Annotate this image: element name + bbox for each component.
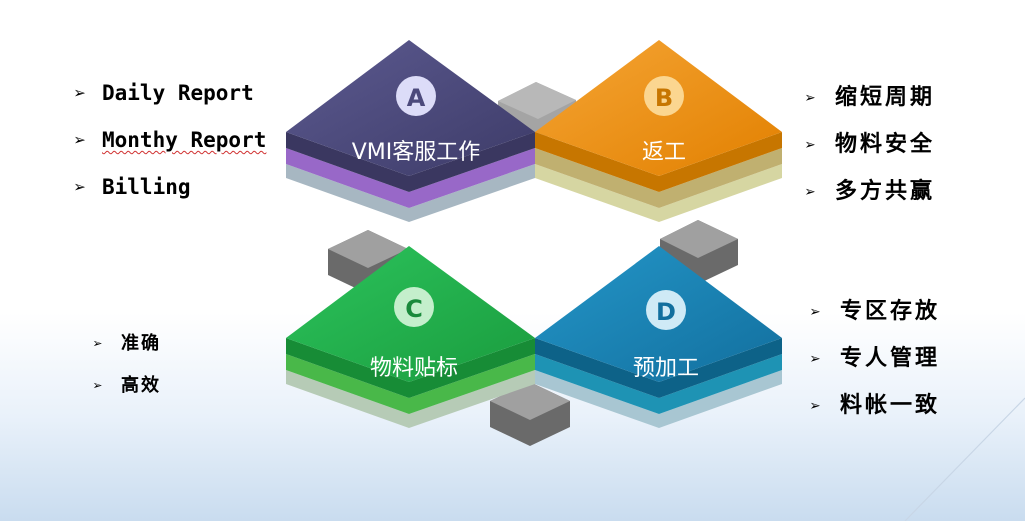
list-c-item-text: 准确 bbox=[121, 333, 161, 354]
list-a-item: ➢ Billing bbox=[74, 176, 266, 223]
list-b-item: ➢ 缩短周期 bbox=[805, 86, 935, 133]
letter-c: C bbox=[405, 295, 423, 323]
list-b-item-text: 物料安全 bbox=[835, 132, 936, 157]
list-d-item: ➢ 专区存放 bbox=[810, 300, 940, 347]
panel-d: D 预加工 bbox=[535, 246, 782, 428]
arrow-bullet-icon: ➢ bbox=[810, 396, 821, 417]
arrow-bullet-icon: ➢ bbox=[805, 135, 816, 156]
badge-c bbox=[394, 287, 434, 327]
list-b-item: ➢ 物料安全 bbox=[805, 133, 935, 180]
letter-d: D bbox=[656, 298, 676, 326]
title-d: 预加工 bbox=[633, 356, 699, 381]
arrow-bullet-icon: ➢ bbox=[74, 175, 87, 199]
badge-b bbox=[644, 76, 684, 116]
list-a-item-text: Monthy Report bbox=[102, 128, 267, 152]
list-c-item: ➢ 准确 bbox=[93, 334, 161, 376]
panel-a: A VMI客服工作 bbox=[286, 40, 535, 222]
list-a-item-text: Daily Report bbox=[102, 81, 254, 105]
letter-a: A bbox=[407, 84, 426, 112]
arrow-bullet-icon: ➢ bbox=[93, 376, 103, 395]
arrow-bullet-icon: ➢ bbox=[74, 128, 87, 152]
list-d-item: ➢ 料帐一致 bbox=[810, 394, 940, 441]
list-b-item: ➢ 多方共赢 bbox=[805, 180, 935, 227]
arrow-bullet-icon: ➢ bbox=[810, 302, 821, 323]
letter-b: B bbox=[655, 84, 673, 112]
list-d-item-text: 专区存放 bbox=[840, 299, 941, 324]
panel-b: B 返工 bbox=[535, 40, 782, 222]
arrow-bullet-icon: ➢ bbox=[805, 182, 816, 203]
list-b: ➢ 缩短周期 ➢ 物料安全 ➢ 多方共赢 bbox=[805, 86, 935, 227]
badge-a bbox=[396, 76, 436, 116]
list-d: ➢ 专区存放 ➢ 专人管理 ➢ 料帐一致 bbox=[810, 300, 940, 441]
title-b: 返工 bbox=[642, 140, 686, 165]
list-a-item-text: Billing bbox=[102, 175, 191, 199]
list-b-item-text: 缩短周期 bbox=[835, 85, 936, 110]
arrow-bullet-icon: ➢ bbox=[810, 349, 821, 370]
arrow-bullet-icon: ➢ bbox=[93, 334, 103, 353]
list-d-item-text: 专人管理 bbox=[840, 346, 941, 371]
list-c: ➢ 准确 ➢ 高效 bbox=[93, 334, 161, 418]
list-a-item: ➢ Monthy Report bbox=[74, 129, 266, 176]
badge-d bbox=[646, 290, 686, 330]
list-a-item: ➢ Daily Report bbox=[74, 82, 266, 129]
list-c-item: ➢ 高效 bbox=[93, 376, 161, 418]
arrow-bullet-icon: ➢ bbox=[74, 81, 87, 105]
corner-line bbox=[904, 397, 1025, 522]
title-a: VMI客服工作 bbox=[352, 140, 481, 165]
list-d-item: ➢ 专人管理 bbox=[810, 347, 940, 394]
list-a: ➢ Daily Report ➢ Monthy Report ➢ Billing bbox=[74, 82, 266, 223]
panel-c: C 物料贴标 bbox=[286, 246, 535, 428]
list-c-item-text: 高效 bbox=[121, 375, 161, 396]
list-d-item-text: 料帐一致 bbox=[840, 393, 941, 418]
arrow-bullet-icon: ➢ bbox=[805, 88, 816, 109]
title-c: 物料贴标 bbox=[370, 356, 458, 381]
list-b-item-text: 多方共赢 bbox=[835, 179, 936, 204]
